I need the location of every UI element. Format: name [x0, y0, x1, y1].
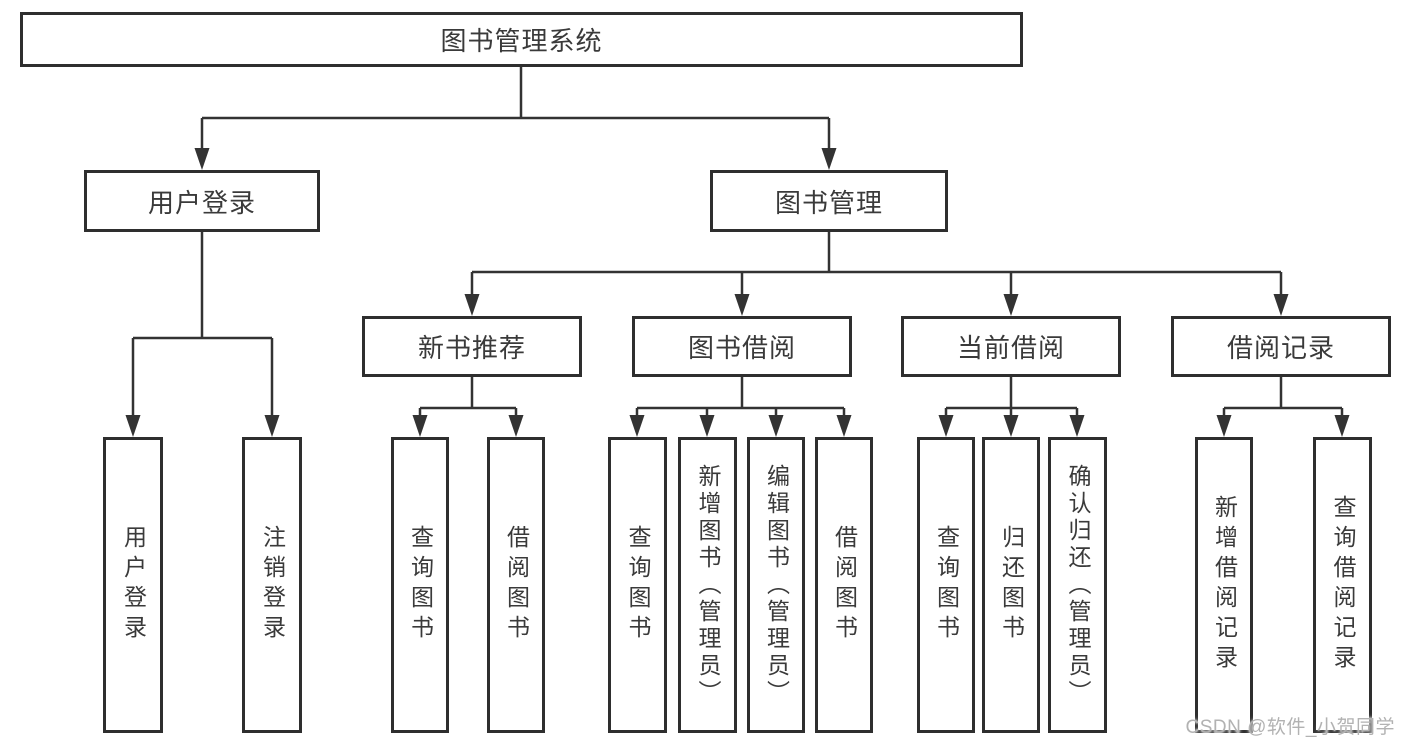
arrowhead-icon — [821, 148, 837, 170]
node-book-borrow: 图书借阅 — [632, 316, 852, 377]
arrowhead-icon — [768, 415, 784, 437]
csdn-watermark: CSDN @软件_小贺同学 — [1185, 717, 1395, 738]
arrowhead-icon — [125, 415, 141, 437]
arrowhead-icon — [464, 294, 480, 316]
connector-user-login-children — [125, 232, 280, 437]
node-leaf-confirm-return-admin: 确认归还（管理员） — [1048, 437, 1107, 733]
arrowhead-icon — [1003, 294, 1019, 316]
arrowhead-icon — [734, 294, 750, 316]
connector-current-borrow-children — [938, 377, 1085, 437]
connector-line — [1222, 377, 1344, 418]
node-borrow-records: 借阅记录 — [1171, 316, 1391, 377]
arrowhead-icon — [1003, 415, 1019, 437]
node-leaf-logout: 注销登录 — [242, 437, 302, 733]
node-leaf-borrow-book-1: 借阅图书 — [487, 437, 545, 733]
node-leaf-query-book-1: 查询图书 — [391, 437, 449, 733]
node-leaf-borrow-book-2: 借阅图书 — [815, 437, 873, 733]
arrowhead-icon — [194, 148, 210, 170]
arrowhead-icon — [629, 415, 645, 437]
arrowhead-icon — [264, 415, 280, 437]
node-leaf-add-book-admin: 新增图书（管理员） — [678, 437, 737, 733]
connector-line — [131, 232, 274, 418]
node-book-management: 图书管理 — [710, 170, 948, 232]
node-new-book-recommend: 新书推荐 — [362, 316, 582, 377]
connector-book-borrow-children — [629, 377, 852, 437]
arrowhead-icon — [836, 415, 852, 437]
connector-borrow-records-children — [1216, 377, 1350, 437]
connector-line — [200, 67, 831, 152]
node-leaf-user-login: 用户登录 — [103, 437, 163, 733]
connector-line — [635, 377, 846, 418]
arrowhead-icon — [412, 415, 428, 437]
node-leaf-query-book-2: 查询图书 — [608, 437, 667, 733]
node-leaf-edit-book-admin: 编辑图书（管理员） — [747, 437, 805, 733]
arrowhead-icon — [1216, 415, 1232, 437]
connector-line — [944, 377, 1079, 418]
node-leaf-query-book-3: 查询图书 — [917, 437, 975, 733]
arrowhead-icon — [699, 415, 715, 437]
arrowhead-icon — [1334, 415, 1350, 437]
node-leaf-query-borrow-record: 查询借阅记录 — [1313, 437, 1372, 733]
connector-line — [418, 377, 518, 418]
node-current-borrow: 当前借阅 — [901, 316, 1121, 377]
node-leaf-return-book: 归还图书 — [982, 437, 1040, 733]
connector-book-management-children — [464, 232, 1289, 316]
arrowhead-icon — [508, 415, 524, 437]
arrowhead-icon — [938, 415, 954, 437]
node-leaf-add-borrow-record: 新增借阅记录 — [1195, 437, 1253, 733]
connector-root-to-level2 — [194, 67, 837, 170]
node-user-login: 用户登录 — [84, 170, 320, 232]
connector-new-book-rec-children — [412, 377, 524, 437]
arrowhead-icon — [1273, 294, 1289, 316]
connector-line — [470, 232, 1283, 296]
node-library-management-system: 图书管理系统 — [20, 12, 1023, 67]
arrowhead-icon — [1069, 415, 1085, 437]
